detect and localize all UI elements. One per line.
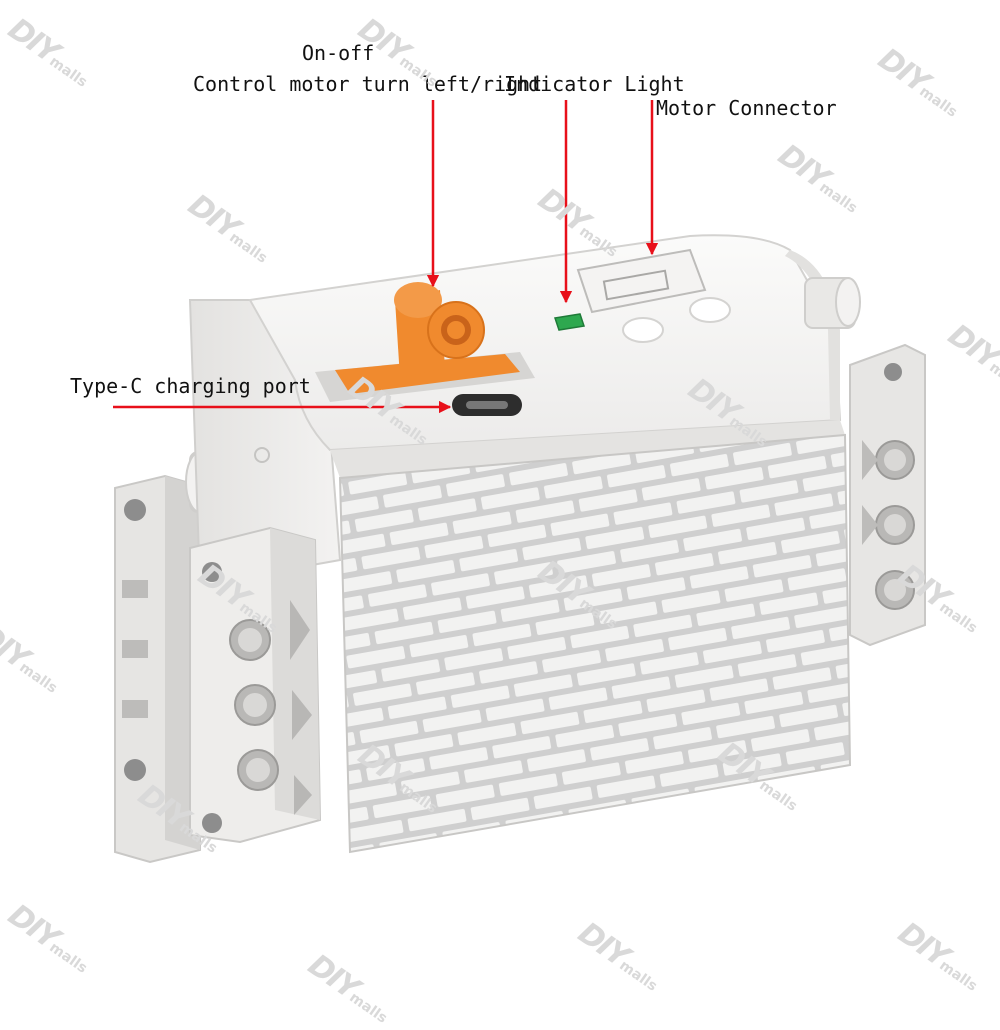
battery-box-housing bbox=[188, 234, 852, 854]
power-label-line1: On-off bbox=[302, 41, 375, 65]
power-label-line2: Control motor turn left/right bbox=[193, 72, 543, 96]
type-c-port bbox=[452, 394, 522, 416]
right-axle-pin bbox=[804, 277, 861, 329]
left-front-beam bbox=[189, 526, 322, 844]
motor-connector bbox=[576, 248, 731, 343]
charging-port-label: Type-C charging port bbox=[70, 374, 311, 398]
indicator-light bbox=[554, 313, 585, 331]
battery-box-illustration bbox=[113, 100, 926, 864]
callout-arrows bbox=[113, 100, 659, 414]
indicator-label: Indicator Light bbox=[504, 72, 685, 96]
power-switch bbox=[315, 282, 535, 402]
right-beam bbox=[849, 343, 926, 647]
motor-connector-label: Motor Connector bbox=[656, 96, 837, 120]
